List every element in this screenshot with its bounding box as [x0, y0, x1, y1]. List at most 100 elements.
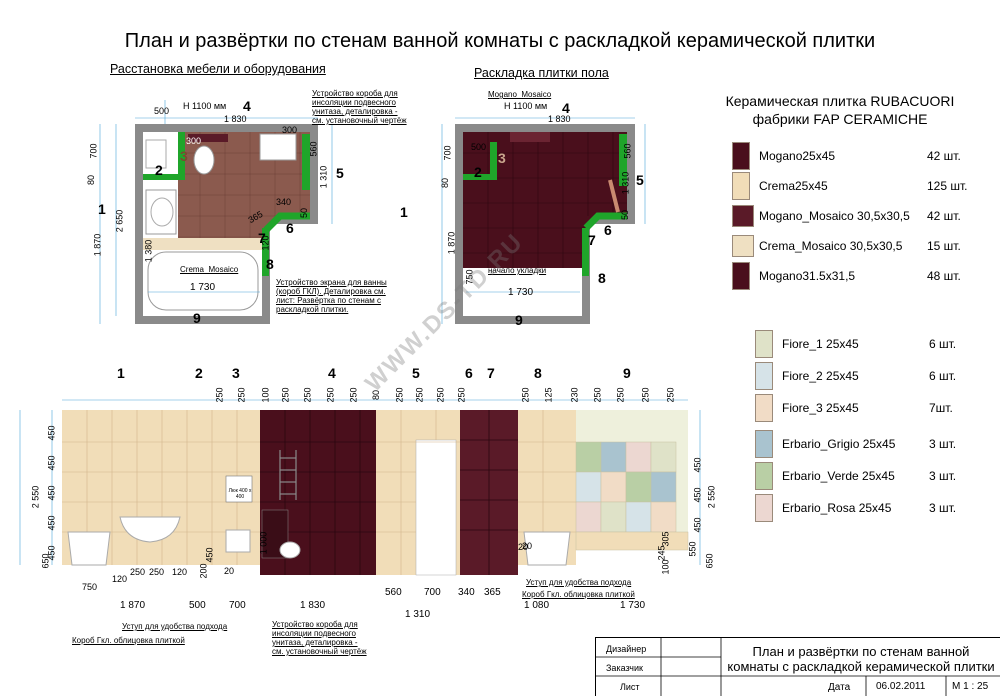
plan1-note-box-l2: инсоляции подвесного	[312, 98, 396, 107]
elev-wall-5: 5	[412, 365, 420, 381]
plan2-dim-80: 80	[440, 177, 451, 189]
elev-bottom-main-dim: 500	[189, 600, 206, 611]
stamp-sheet: Лист	[620, 682, 640, 692]
legend-item-qty: 42 шт.	[927, 149, 961, 163]
elev-bottom-small-dim: 200	[198, 563, 209, 579]
plan-furniture-drawing	[99, 100, 333, 324]
plan1-dim-1380: 1 380	[143, 239, 154, 263]
plan2-wall-4: 4	[562, 100, 570, 116]
decor-swatch	[755, 462, 773, 490]
plan1-dim-700: 700	[88, 143, 99, 159]
elev-bottom-main-dim: 1 080	[524, 600, 550, 611]
decor-swatch	[755, 362, 773, 390]
elev-top-dim: 250	[665, 387, 676, 403]
elev-top-dim: 250	[615, 387, 626, 403]
plan1-wall-9: 9	[193, 310, 201, 326]
elev-bottom-main-dim: 1 830	[300, 600, 326, 611]
tile-swatch	[732, 172, 750, 200]
plan2-wall-8: 8	[598, 270, 606, 286]
elev-wall-1: 1	[117, 365, 125, 381]
legend-decor-qty: 3 шт.	[929, 501, 957, 515]
stamp-grid	[596, 638, 1000, 696]
elev-note-left-2: Короб Гкл. облицовка плиткой	[72, 636, 185, 645]
plan-floor-subtitle: Раскладка плитки пола	[474, 66, 609, 80]
elev-right-mid2-dim: 450	[692, 457, 703, 473]
plan1-h-label: Н 1100 мм	[183, 101, 227, 111]
stamp-customer: Заказчик	[606, 663, 643, 673]
plan1-crema-label: Crema_Mosaico	[180, 265, 239, 274]
elev-top-dim: 250	[435, 387, 446, 403]
plan1-dim-500: 500	[154, 106, 170, 116]
elev-note-right-1: Уступ для удобства подхода	[526, 578, 632, 587]
elev-bottom-small-dim: 450	[204, 547, 215, 563]
elev-side-dim: 450	[46, 455, 57, 471]
elev-wall-9: 9	[623, 365, 631, 381]
elev-bottom-small-dim: 20	[224, 566, 235, 576]
elev-top-dim: 250	[592, 387, 603, 403]
elev-bottom-main-dim: 1 730	[620, 600, 646, 611]
elev-bottom-main-dim: 340	[458, 587, 475, 598]
elev-wall-7: 7	[487, 365, 495, 381]
decor-swatch	[755, 330, 773, 358]
elev-right-550: 550	[687, 541, 698, 557]
legend-decor-qty: 3 шт.	[929, 469, 957, 483]
elev-bottom-main-dim: 700	[229, 600, 246, 611]
plan2-h-label: Н 1100 мм	[504, 101, 548, 111]
legend-item-qty: 125 шт.	[927, 179, 968, 193]
elev-bottom-main-dim: 560	[385, 587, 402, 598]
plan1-dim-1870: 1 870	[92, 233, 103, 257]
legend-decor-name: Fiore_1 25x45	[782, 337, 859, 351]
plan2-dim-560: 560	[622, 143, 633, 159]
elev-note-center-l1: Устройство короба для	[272, 620, 358, 629]
plan1-dim-50: 50	[299, 207, 310, 219]
elev-height-left: 2 550	[30, 485, 41, 509]
elev-note-left-1: Уступ для удобства подхода	[122, 622, 228, 631]
legend-item-name: Mogano25x45	[759, 149, 836, 163]
plan2-dim-1830: 1 830	[548, 114, 571, 124]
elev-side-dim: 450	[46, 515, 57, 531]
plan2-wall-5: 5	[636, 172, 644, 188]
plan2-wall-9: 9	[515, 312, 523, 328]
elev-top-dim: 250	[520, 387, 531, 403]
plan2-wall-2: 2	[474, 164, 482, 180]
decor-swatch	[755, 394, 773, 422]
plan2-dim-1730: 1 730	[508, 287, 534, 298]
plan1-wall-7: 7	[258, 230, 266, 246]
elev-top-dim: 230	[569, 387, 580, 403]
elev-wall-6: 6	[465, 365, 473, 381]
plan2-start-label: начало укладки	[488, 266, 547, 275]
elev-bottom-main-dim: 1 870	[120, 600, 146, 611]
stamp-title: План и развёртки по стенам ванной комнат…	[721, 644, 1000, 674]
plan2-dim-700: 700	[442, 145, 453, 161]
elev-right-mid2-dim: 450	[692, 517, 703, 533]
stamp-date-label: Дата	[828, 682, 851, 693]
plan1-note-box-l4: см. установочный чертёж	[312, 116, 407, 125]
plan-furniture-subtitle: Расстановка мебели и оборудования	[110, 62, 326, 76]
page-title: План и развёртки по стенам ванной комнат…	[124, 30, 876, 52]
elevation-drawing	[19, 399, 701, 576]
plan1-note-box: Устройство короба для инсоляции подвесно…	[312, 89, 407, 125]
legend-item: Mogano25x45 42 шт.	[732, 142, 982, 170]
elev-right-mid-dim: 305	[660, 531, 671, 547]
elev-left-650: 650	[40, 553, 51, 569]
elev-top-dim: 250	[302, 387, 313, 403]
elev-wall-2: 2	[195, 365, 203, 381]
plan1-note-screen: Устройство экрана для ванны (короб ГКЛ).…	[276, 278, 387, 314]
elev-side-dim: 450	[46, 425, 57, 441]
legend-decor-name: Erbario_Grigio 25x45	[782, 437, 896, 451]
plan2-dim-500: 500	[471, 142, 487, 152]
plan1-wall-5: 5	[336, 165, 344, 181]
plan1-wall-6: 6	[286, 220, 294, 236]
elev-note-center-l4: см. установочный чертёж	[272, 647, 367, 656]
plan1-dim-1730: 1 730	[190, 282, 216, 293]
elev-note-right-2: Короб Гкл. облицовка плиткой	[522, 590, 635, 599]
stamp-title-l1: План и развёртки по стенам ванной	[752, 644, 970, 659]
elev-right-mid-dim: 20	[522, 541, 533, 551]
plan1-note-screen-l3: лист: Развёртка по стенам с	[276, 296, 381, 305]
plan2-dim-1870: 1 870	[446, 231, 457, 255]
